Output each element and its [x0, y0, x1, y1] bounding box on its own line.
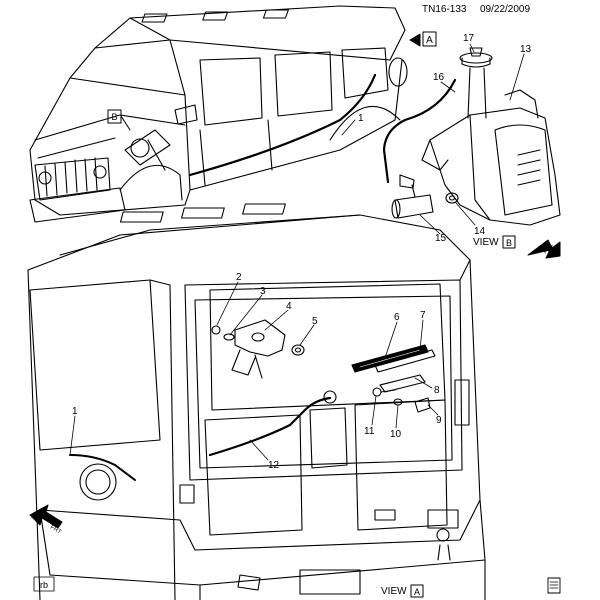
front-arrow-upper-text: FRT [543, 245, 556, 256]
view-marker-b: B [107, 109, 131, 131]
diagram-date: 09/22/2009 [480, 4, 530, 15]
callout-4: 4 [286, 301, 292, 312]
callout-11: 11 [364, 426, 375, 437]
rear-wiper-motor [211, 319, 305, 379]
view-a-text: VIEW [381, 586, 407, 597]
callout-3: 3 [260, 286, 266, 297]
view-b-label: VIEW B [473, 235, 516, 249]
callout-numbers: 1 2 3 4 5 6 7 8 9 10 11 12 13 14 15 16 1… [72, 33, 532, 471]
front-arrow-lower: FRT [29, 504, 63, 536]
front-arrow-upper: FRT [527, 239, 561, 259]
footer-code-text: rb [40, 580, 48, 590]
footer-code: rb [33, 576, 55, 592]
view-marker-b-letter: B [111, 112, 117, 122]
callout-6: 6 [394, 312, 400, 323]
callout-12: 12 [268, 460, 280, 471]
view-marker-a-letter: A [426, 35, 433, 46]
callout-1-lower: 1 [72, 406, 78, 417]
callout-15: 15 [435, 233, 447, 244]
vehicle-rear-body [27, 203, 486, 600]
callout-9: 9 [436, 415, 442, 426]
callout-1-upper: 1 [358, 113, 364, 124]
callout-5: 5 [312, 316, 318, 327]
callout-7: 7 [420, 310, 426, 321]
front-arrow-lower-text: FRT [49, 525, 62, 536]
vehicle-upper-body [29, 5, 408, 223]
diagram-id: TN16-133 [422, 4, 467, 15]
callout-8: 8 [434, 385, 440, 396]
rear-wiper-arm [323, 344, 436, 413]
view-marker-a: A [409, 31, 437, 47]
callout-10: 10 [390, 429, 402, 440]
view-a-letter: A [414, 587, 420, 597]
view-b-letter: B [506, 238, 512, 248]
manual-book-icon [547, 577, 561, 594]
callout-2: 2 [236, 272, 242, 283]
callout-13: 13 [520, 44, 532, 55]
callout-14: 14 [474, 226, 486, 237]
callout-17: 17 [463, 33, 475, 44]
callout-16: 16 [433, 72, 445, 83]
washer-reservoir [382, 47, 561, 226]
view-b-text: VIEW [473, 237, 499, 248]
leader-lines [69, 43, 525, 461]
view-a-label: VIEW A [381, 584, 424, 598]
